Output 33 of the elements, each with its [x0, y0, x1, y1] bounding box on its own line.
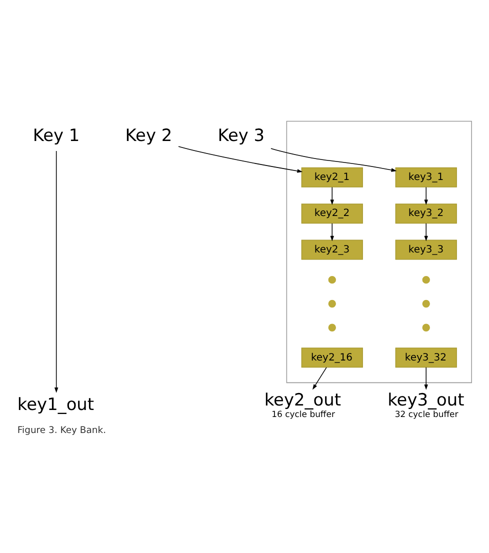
arrow [178, 146, 303, 172]
arrow [424, 222, 428, 241]
node-circle [328, 275, 336, 284]
node-text: key1_out [17, 394, 94, 414]
arrow [54, 150, 58, 392]
node-circle [422, 323, 430, 331]
node-circle [422, 275, 430, 284]
node-label: 16 cycle buffer [272, 408, 335, 419]
node-box: key3_2 [395, 203, 457, 224]
node-box: key2_1 [301, 166, 363, 187]
node-circle [328, 323, 336, 331]
arrow [270, 148, 397, 172]
arrow [312, 366, 327, 390]
node-box: key3_1 [395, 166, 457, 187]
node-label: 32 cycle buffer [394, 408, 458, 419]
node-box: key3_3 [395, 239, 457, 260]
arrow [330, 186, 334, 205]
node-box: key3_32 [395, 347, 457, 368]
node-text: Key 3 [218, 124, 265, 145]
cluster [286, 120, 472, 383]
node-circle [328, 299, 336, 308]
caption: Figure 3. Key Bank. [17, 424, 106, 436]
node-box: key2_3 [301, 239, 363, 260]
node-text: Key 2 [125, 124, 172, 145]
node-box: key2_2 [301, 203, 363, 224]
node-text: key2_out [264, 388, 341, 409]
node-box: key2_16 [301, 347, 363, 368]
arrow [330, 222, 334, 241]
node-circle [422, 299, 430, 308]
node-text: key3_out [388, 388, 464, 409]
arrow [424, 186, 428, 205]
node-text: Key 1 [32, 124, 80, 145]
arrow [424, 366, 428, 390]
